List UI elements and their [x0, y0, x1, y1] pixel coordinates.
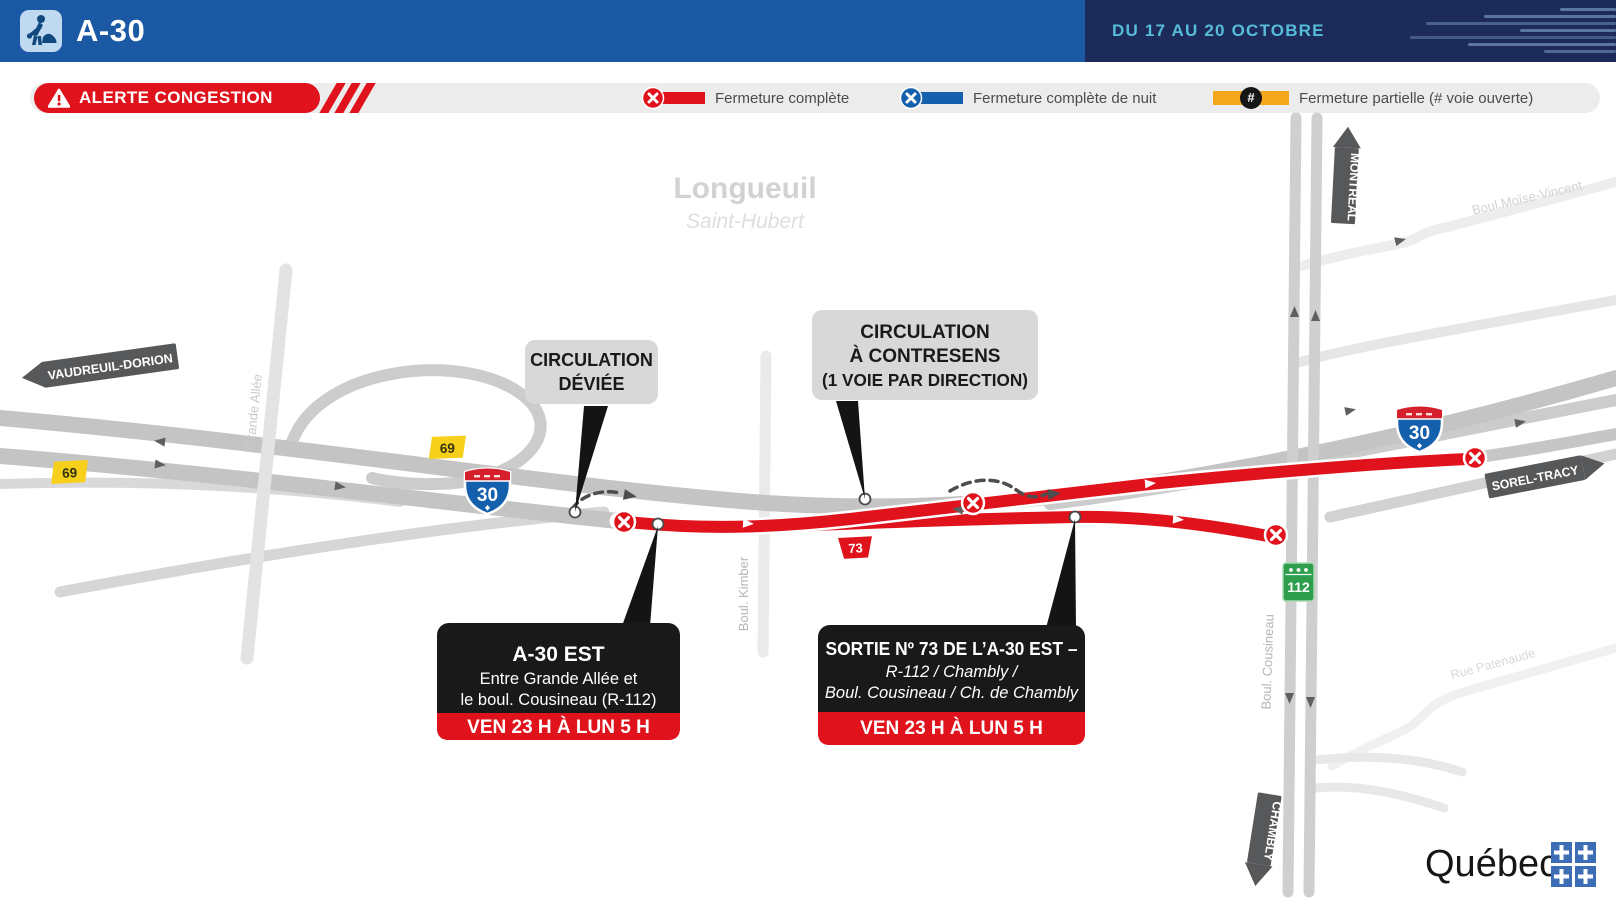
callout-line: le boul. Cousineau (R-112): [461, 691, 657, 709]
svg-text:DÉVIÉE: DÉVIÉE: [558, 373, 624, 394]
city-label: Longueuil: [673, 172, 816, 205]
svg-text:À CONTRESENS: À CONTRESENS: [850, 345, 1001, 367]
ramp-to-moise-vincent: [1295, 295, 1616, 367]
legend-item-night-closure: Fermeture complète de nuit: [899, 83, 1156, 113]
svg-text:CIRCULATION: CIRCULATION: [860, 322, 989, 343]
closure-markers: [611, 445, 1488, 548]
loop-ramp: [286, 364, 547, 491]
callout-time: VEN 23 H À LUN 5 H: [860, 717, 1043, 739]
direction-signs: VAUDREUIL-DORION SOREL-TRACY MONTRÉAL CH…: [21, 126, 1605, 887]
district-label: Saint-Hubert: [686, 210, 805, 233]
legend-orange-bar: #: [1213, 87, 1289, 109]
closure-callout-sortie-73: SORTIE Nº 73 DE L’A-30 EST – R-112 / Cha…: [818, 625, 1085, 745]
svg-text:(1 VOIE PAR DIRECTION): (1 VOIE PAR DIRECTION): [822, 370, 1028, 390]
badge-exit-73: 73: [838, 536, 872, 559]
badge-69-west: 69: [51, 460, 88, 484]
pointer-contresens: [836, 401, 865, 499]
callout-line: R-112 / Chambly /: [886, 663, 1019, 681]
white-arrow-on-red: [1172, 514, 1184, 524]
pointer-deviation: [575, 406, 608, 512]
white-arrow-on-red: [742, 518, 754, 528]
svg-text:MONTRÉAL: MONTRÉAL: [1345, 153, 1364, 222]
speed-lines-decoration: [1376, 8, 1616, 56]
alert-label: ALERTE CONGESTION: [79, 88, 273, 107]
closure-callout-a30-est: A-30 EST Entre Grande Allée et le boul. …: [437, 623, 680, 740]
callout-line: Entre Grande Allée et: [480, 670, 638, 688]
app-header: A-30 DU 17 AU 20 OCTOBRE: [0, 0, 1616, 62]
legend-label: Fermeture complète de nuit: [973, 89, 1157, 107]
street-label-cousineau: Boul. Cousineau: [1258, 614, 1276, 710]
quebec-flag-icon: [1551, 842, 1596, 887]
street-label-kimber: Boul. Kimber: [736, 556, 751, 631]
callout-pointers: [575, 401, 1076, 628]
legend-item-partial-closure: # Fermeture partielle (# voie ouverte): [1213, 83, 1533, 113]
lane-count-icon: #: [1240, 87, 1262, 109]
shield-a30-west: 30: [463, 467, 512, 516]
sign-montreal: MONTRÉAL: [1330, 126, 1364, 225]
congestion-alert-badge: ALERTE CONGESTION: [34, 83, 320, 113]
ramp-southeast-1: [1311, 752, 1467, 777]
svg-text:112: 112: [1287, 579, 1310, 595]
callout-title: SORTIE Nº 73 DE L’A-30 EST –: [826, 638, 1078, 659]
traffic-direction-arrows: [154, 237, 1526, 708]
ramp-southeast-2: [1311, 782, 1449, 813]
page-title: A-30: [76, 13, 146, 48]
sign-vaudreuil-dorion: VAUDREUIL-DORION: [21, 343, 180, 388]
route-shields: 30 30 69 69 7: [51, 405, 1444, 602]
shield-a30-east: 30: [1395, 405, 1444, 454]
shield-route-112: 112: [1282, 562, 1315, 602]
svg-text:73: 73: [848, 540, 863, 556]
badge-69-east: 69: [428, 435, 466, 459]
legend-blue-bar: [917, 92, 963, 104]
a30-eastbound-open: [0, 448, 626, 529]
svg-text:69: 69: [440, 441, 456, 457]
ramp-southwest: [54, 506, 610, 598]
eastbound-beyond-closure: [1480, 428, 1616, 462]
white-arrow-on-red: [1144, 479, 1157, 489]
closure-x-marker: [1263, 522, 1289, 548]
closure-x-marker: [960, 490, 986, 516]
road-cousineau-west-lane: [1282, 112, 1302, 898]
warning-icon: [48, 88, 70, 108]
svg-text:30: 30: [1409, 423, 1430, 444]
legend-label: Fermeture complète: [715, 89, 850, 107]
pointer-callout-sortie73: [1046, 519, 1076, 628]
worker-silhouette-icon: [26, 15, 57, 45]
legend-label: Fermeture partielle (# voie ouverte): [1299, 89, 1534, 107]
quebec-wordmark: Québec: [1425, 842, 1596, 887]
svg-text:30: 30: [477, 485, 498, 506]
note-circulation-deviee: CIRCULATION DÉVIÉE: [525, 340, 658, 404]
closure-x-marker: [611, 509, 637, 535]
callout-time: VEN 23 H À LUN 5 H: [467, 716, 650, 738]
traffic-notes: CIRCULATION DÉVIÉE CIRCULATION À CONTRES…: [525, 310, 1038, 404]
roadwork-logo-icon: [20, 10, 62, 52]
legend-red-bar: [659, 92, 705, 104]
closure-x-icon: [899, 86, 923, 110]
pointer-callout-a30: [622, 526, 658, 626]
callout-title: A-30 EST: [512, 643, 604, 666]
local-roads: [757, 177, 1616, 813]
date-range: DU 17 AU 20 OCTOBRE: [1112, 21, 1325, 40]
road-cousineau-east-lane: [1303, 112, 1323, 898]
road-map: Longueuil Saint-Hubert: [0, 112, 1616, 898]
sign-chambly: CHAMBLY: [1244, 792, 1284, 887]
note-circulation-contresens: CIRCULATION À CONTRESENS (1 VOIE PAR DIR…: [812, 310, 1038, 400]
closure-x-icon: [641, 86, 665, 110]
legend-item-full-closure: Fermeture complète: [641, 83, 849, 113]
closure-x-marker: [1462, 445, 1488, 471]
alert-legend-bar: ALERTE CONGESTION Fermeture complète Fer…: [30, 83, 1600, 113]
svg-text:CIRCULATION: CIRCULATION: [530, 350, 653, 370]
svg-text:69: 69: [62, 465, 78, 481]
road-grande-allee: [240, 263, 293, 665]
callout-line: Boul. Cousineau / Ch. de Chambly: [825, 684, 1080, 702]
quebec-logo-text: Québec: [1425, 843, 1558, 885]
overpass-streets: [240, 112, 1323, 898]
